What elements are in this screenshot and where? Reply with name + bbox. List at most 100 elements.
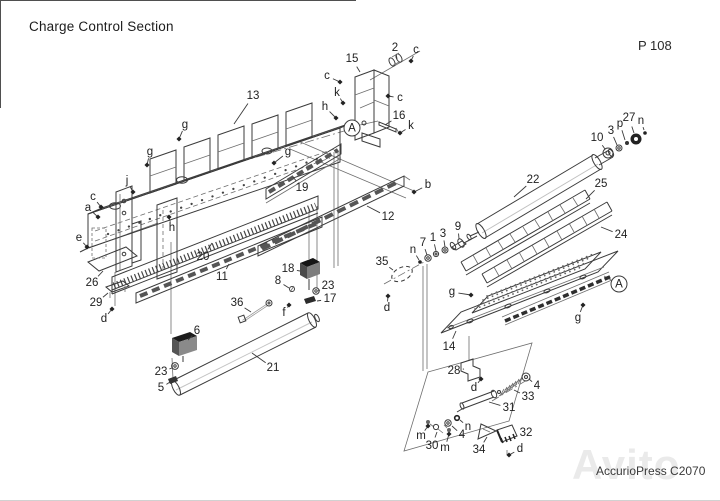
screw-dot: [425, 423, 431, 429]
pin-2: [388, 57, 397, 67]
callout-26: 26: [86, 277, 99, 289]
bearing-10: [603, 148, 613, 158]
screw-dot: [397, 130, 403, 136]
callout-5: 5: [158, 382, 164, 394]
callout-e: e: [76, 232, 82, 244]
callout-2: 2: [392, 42, 398, 54]
bracket-15: [355, 53, 403, 147]
scan-edge-left: [0, 0, 1, 108]
small-shaft-parts: [389, 236, 477, 285]
callout-6: 6: [194, 325, 200, 337]
callout-n: n: [638, 115, 644, 127]
lower-frame-assembly: [441, 251, 618, 333]
screw-dot: [340, 100, 346, 106]
callout-g: g: [182, 119, 188, 131]
callout-leader: [166, 382, 170, 384]
callout-12: 12: [382, 211, 395, 223]
charge-plate-rail: [505, 276, 612, 321]
callout-leader: [460, 420, 463, 423]
callout-leader: [293, 177, 296, 181]
callout-leader: [252, 353, 266, 363]
callout-leader: [98, 271, 103, 276]
screw-dot: [506, 452, 512, 458]
spring-33: [499, 378, 523, 396]
clip-17: [304, 296, 316, 304]
callout-leader: [208, 243, 212, 249]
callout-leader: [514, 186, 526, 197]
callout-c: c: [413, 44, 419, 56]
page-number: P 108: [638, 38, 672, 53]
screw-dot: [411, 189, 417, 195]
callout-j: j: [125, 175, 129, 187]
callout-leader: [444, 240, 445, 247]
callout-d: d: [101, 313, 107, 325]
block-18: [300, 258, 320, 267]
screw-dot: [144, 162, 150, 168]
callout-29: 29: [90, 297, 103, 309]
screw-dot: [468, 292, 474, 298]
screw-dot: [166, 214, 172, 220]
callout-10: 10: [591, 132, 604, 144]
callout-f: f: [282, 307, 286, 319]
callout-leader: [103, 293, 108, 297]
comb-rails-right: [461, 190, 612, 287]
callout-19: 19: [296, 182, 309, 194]
plate-34: [478, 424, 496, 439]
callout-15: 15: [346, 53, 359, 65]
callout-m: m: [440, 442, 450, 454]
callout-leader: [529, 379, 532, 382]
callout-a: a: [85, 202, 92, 214]
callout-n: n: [410, 244, 416, 256]
callout-d: d: [384, 302, 390, 314]
callout-33: 33: [522, 391, 535, 403]
callout-c: c: [397, 92, 403, 104]
callout-24: 24: [615, 229, 628, 241]
screw-dot: [580, 302, 586, 308]
callout-leader: [514, 436, 517, 437]
callout-leader: [452, 426, 457, 431]
callout-leader: [484, 437, 487, 442]
callout-36: 36: [231, 297, 244, 309]
callout-4: 4: [459, 429, 466, 441]
callout-leader: [453, 331, 456, 339]
callout-leader: [489, 402, 500, 405]
callout-leader: [318, 290, 320, 291]
screw-dot: [286, 302, 292, 308]
foot-plate-26: [88, 247, 137, 271]
circled-marker: [611, 276, 627, 292]
backing-panel: [404, 343, 532, 451]
callout-d: d: [517, 443, 523, 455]
callout-23: 23: [155, 366, 168, 378]
callout-c: c: [90, 191, 96, 203]
screw-dot: [271, 160, 277, 166]
callout-leader: [389, 267, 393, 270]
callout-h: h: [322, 101, 328, 113]
callout-leader: [367, 206, 380, 213]
screw-dot: [478, 376, 484, 382]
callout-22: 22: [527, 174, 540, 186]
callout-34: 34: [473, 444, 486, 456]
callout-20: 20: [197, 251, 210, 263]
pin-16: [379, 122, 396, 132]
callout-leader: [245, 308, 251, 312]
callout-28: 28: [448, 365, 461, 377]
callout-leader: [297, 270, 300, 271]
callout-leader: [614, 137, 617, 145]
callout-m: m: [416, 430, 426, 442]
callout-23: 23: [322, 280, 335, 292]
callout-32: 32: [520, 427, 533, 439]
perforated-plate: [472, 252, 601, 313]
callout-k: k: [408, 120, 414, 132]
callout-31: 31: [503, 402, 516, 414]
callout-leader: [396, 54, 397, 59]
cleaning-roller-21: [168, 258, 320, 396]
callout-g: g: [449, 286, 455, 298]
callout-p: p: [617, 118, 623, 130]
callout-g: g: [285, 146, 291, 158]
clip-29: [106, 281, 129, 292]
callout-leader: [425, 249, 427, 255]
screw-dot: [95, 214, 101, 220]
callout-leader: [357, 67, 360, 72]
